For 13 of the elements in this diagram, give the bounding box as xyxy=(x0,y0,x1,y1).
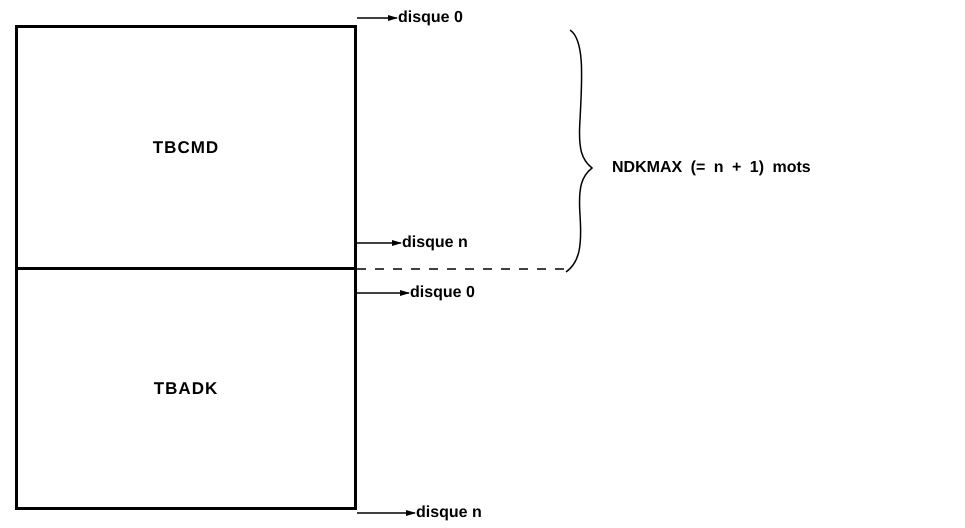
address-label: disque 0 xyxy=(410,283,475,303)
arrow xyxy=(357,15,398,21)
size-note: NDKMAX (= n + 1) mots xyxy=(612,158,811,178)
block-label: TBCMD xyxy=(152,138,220,158)
address-label: disque n xyxy=(402,233,468,253)
memory-block xyxy=(15,267,357,510)
arrow xyxy=(357,240,402,246)
address-label: disque n xyxy=(416,503,482,523)
memory-block xyxy=(15,25,357,270)
address-label: disque 0 xyxy=(398,8,463,28)
arrow xyxy=(357,290,410,296)
arrow xyxy=(357,510,416,516)
block-label: TBADK xyxy=(154,378,218,398)
